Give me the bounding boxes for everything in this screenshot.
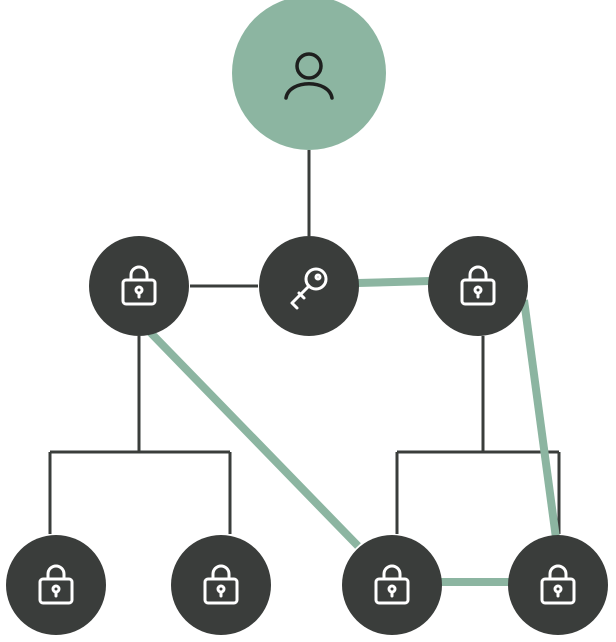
key-node[interactable] [259,236,359,336]
access-path-lines [145,277,560,586]
lock-node-right[interactable] [428,236,528,336]
lock-node-bottom-1[interactable] [6,535,106,635]
user-node-circle [232,0,386,150]
access-key-lock-right [357,277,431,287]
hierarchy-lines [48,150,561,534]
lock-node-left[interactable] [89,236,189,336]
lock-icon [460,265,496,306]
key-icon [290,267,328,310]
user-node [232,0,386,150]
lock-icon [203,564,239,605]
lock-icon [121,265,157,306]
lock-node-bottom-4[interactable] [508,535,608,635]
lock-icon [540,564,576,605]
access-lock-right-bottom-4 [520,299,560,539]
lock-icon [374,564,410,605]
access-lock-left-bottom-3 [145,327,361,549]
lock-node-bottom-2[interactable] [171,535,271,635]
lock-icon [38,564,74,605]
lock-node-bottom-3[interactable] [342,535,442,635]
user-icon [284,52,334,100]
